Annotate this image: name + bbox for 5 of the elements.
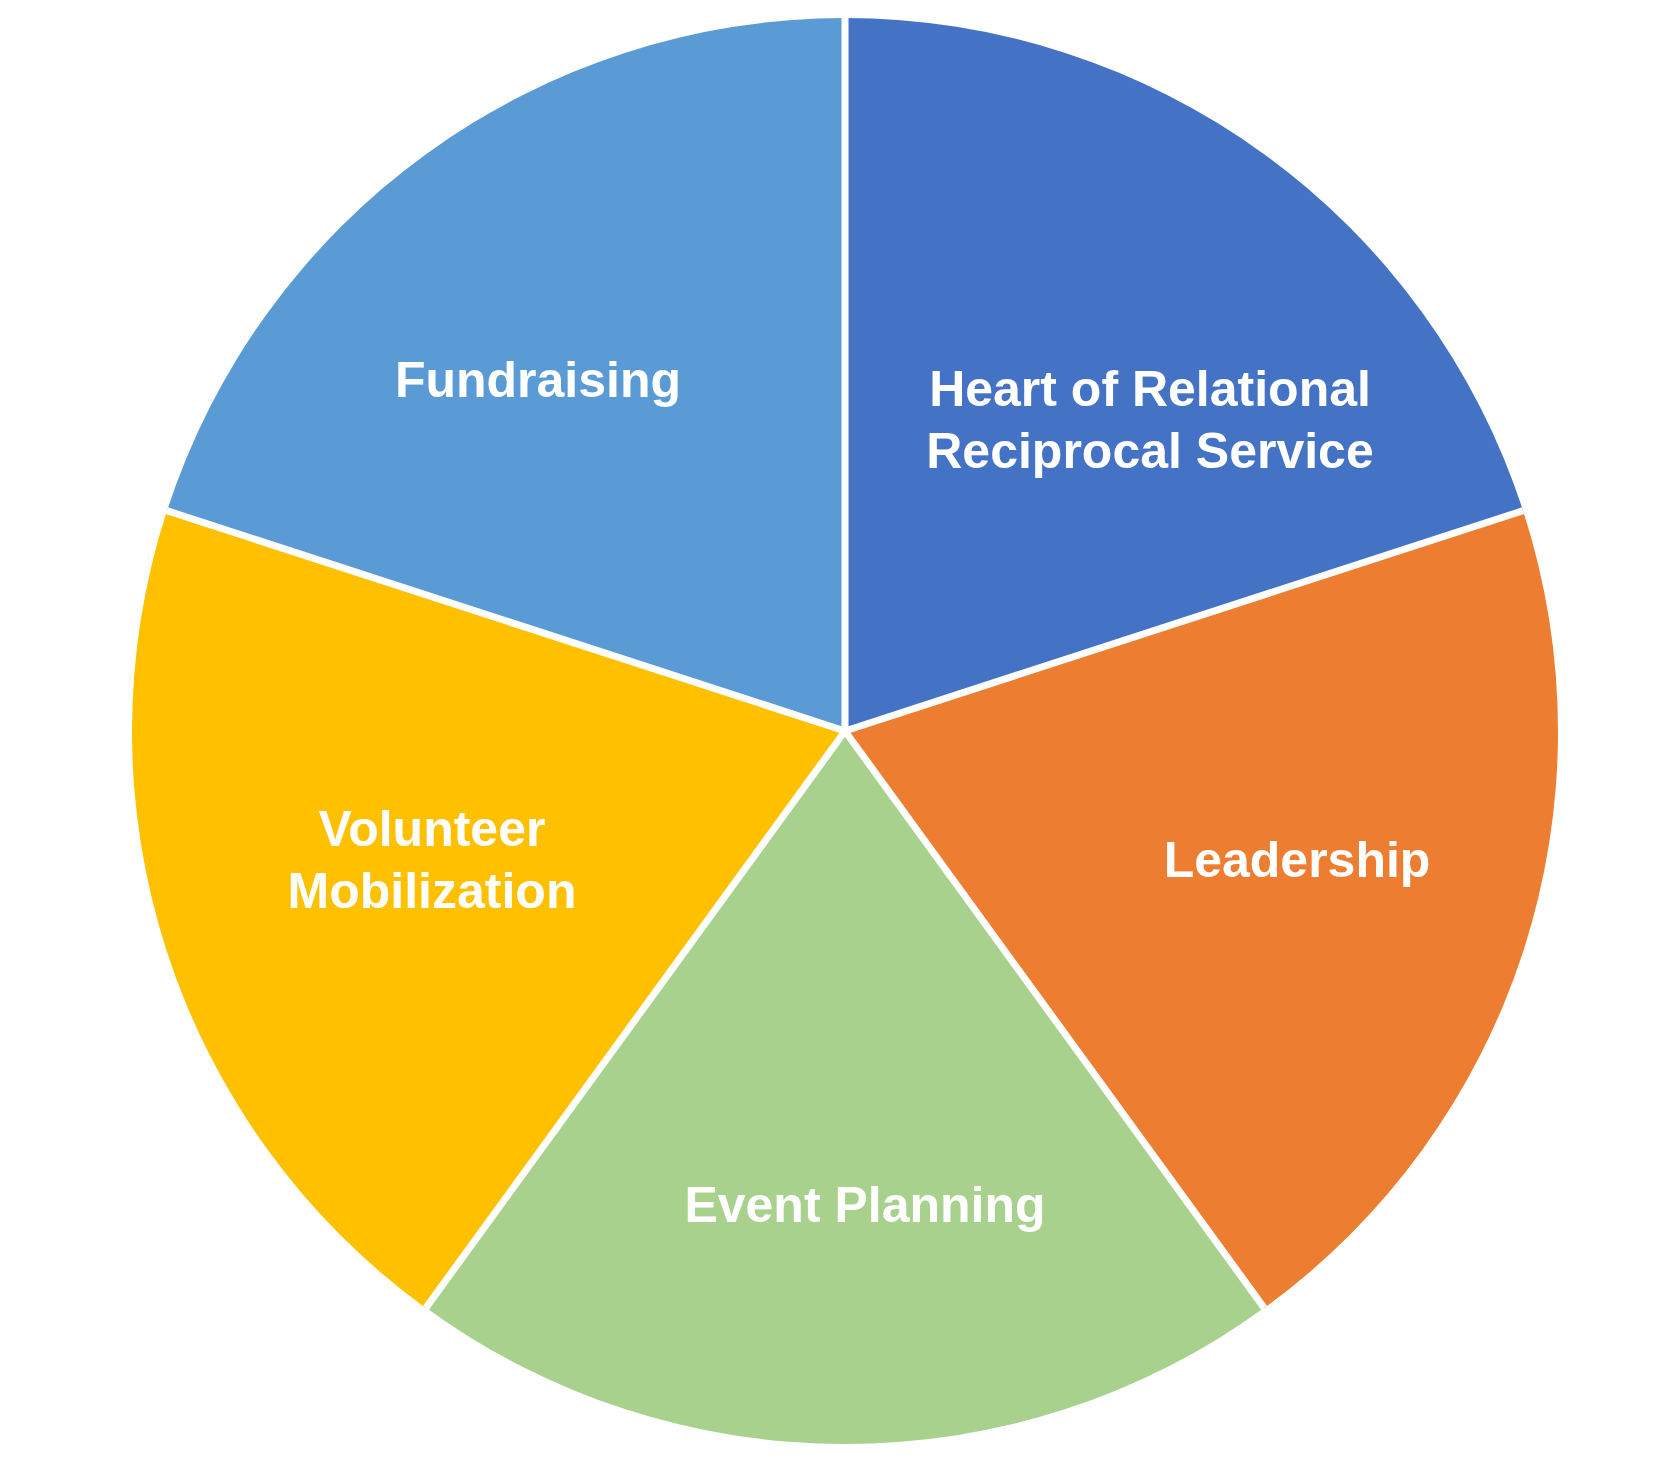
segment-label: Heart of Relational Reciprocal Service: [925, 360, 1375, 481]
segment-label: Volunteer Mobilization: [286, 800, 578, 921]
segment-label: Fundraising: [393, 351, 683, 410]
segment-label: Leadership: [1162, 831, 1432, 890]
segment-label: Event Planning: [683, 1176, 1047, 1235]
